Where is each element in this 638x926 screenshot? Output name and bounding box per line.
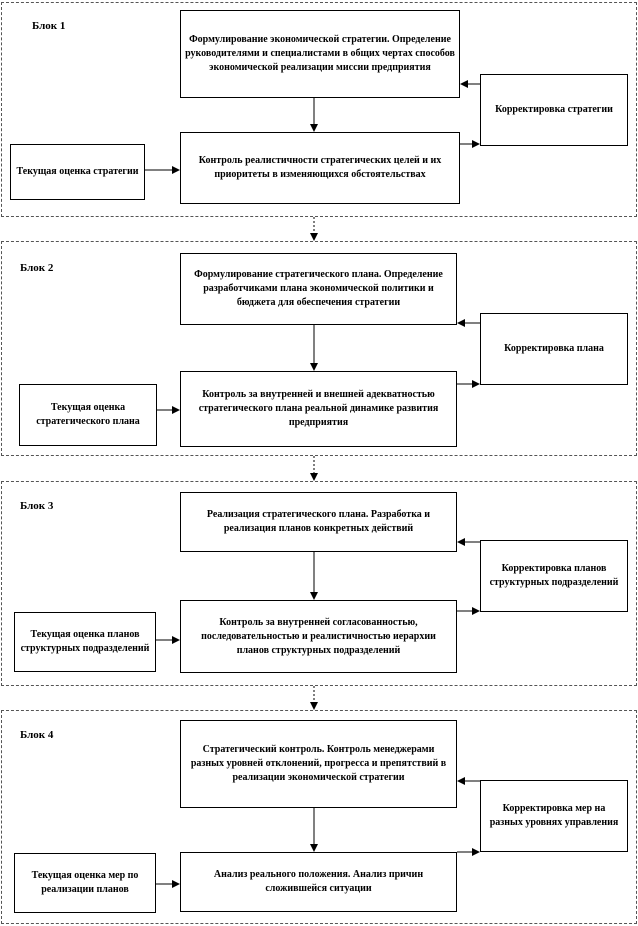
block-2-frame xyxy=(1,241,637,456)
block-1-right-box: Корректировка стратегии xyxy=(480,74,628,146)
block-1-label: Блок 1 xyxy=(32,20,66,32)
block-2-right-box: Корректировка плана xyxy=(480,313,628,385)
block-1-main-top-box: Формулирование экономической стратегии. … xyxy=(180,10,460,98)
block-1-frame xyxy=(1,2,637,217)
block-2-main-bottom-box: Контроль за внутренней и внешней адекват… xyxy=(180,371,457,447)
block-3-left-box: Текущая оценка планов структурных подраз… xyxy=(14,612,156,672)
block-2-left-box: Текущая оценка стратегического плана xyxy=(19,384,157,446)
block-3-frame xyxy=(1,481,637,686)
block-3-label: Блок 3 xyxy=(20,500,54,512)
block-3-right-box: Корректировка планов структурных подразд… xyxy=(480,540,628,612)
block-4-frame xyxy=(1,710,637,924)
block-1-main-bottom-box: Контроль реалистичности стратегических ц… xyxy=(180,132,460,204)
block-3-main-top-box: Реализация стратегического плана. Разраб… xyxy=(180,492,457,552)
block-3-main-bottom-box: Контроль за внутренней согласованностью,… xyxy=(180,600,457,673)
block-4-left-box: Текущая оценка мер по реализации планов xyxy=(14,853,156,913)
block-4-right-box: Корректировка мер на разных уровнях упра… xyxy=(480,780,628,852)
block-4-main-top-box: Стратегический контроль. Контроль менедж… xyxy=(180,720,457,808)
block-2-main-top-box: Формулирование стратегического плана. Оп… xyxy=(180,253,457,325)
block-4-main-bottom-box: Анализ реального положения. Анализ причи… xyxy=(180,852,457,912)
block-2-label: Блок 2 xyxy=(20,262,54,274)
block-1-left-box: Текущая оценка стратегии xyxy=(10,144,145,200)
block-4-label: Блок 4 xyxy=(20,729,54,741)
